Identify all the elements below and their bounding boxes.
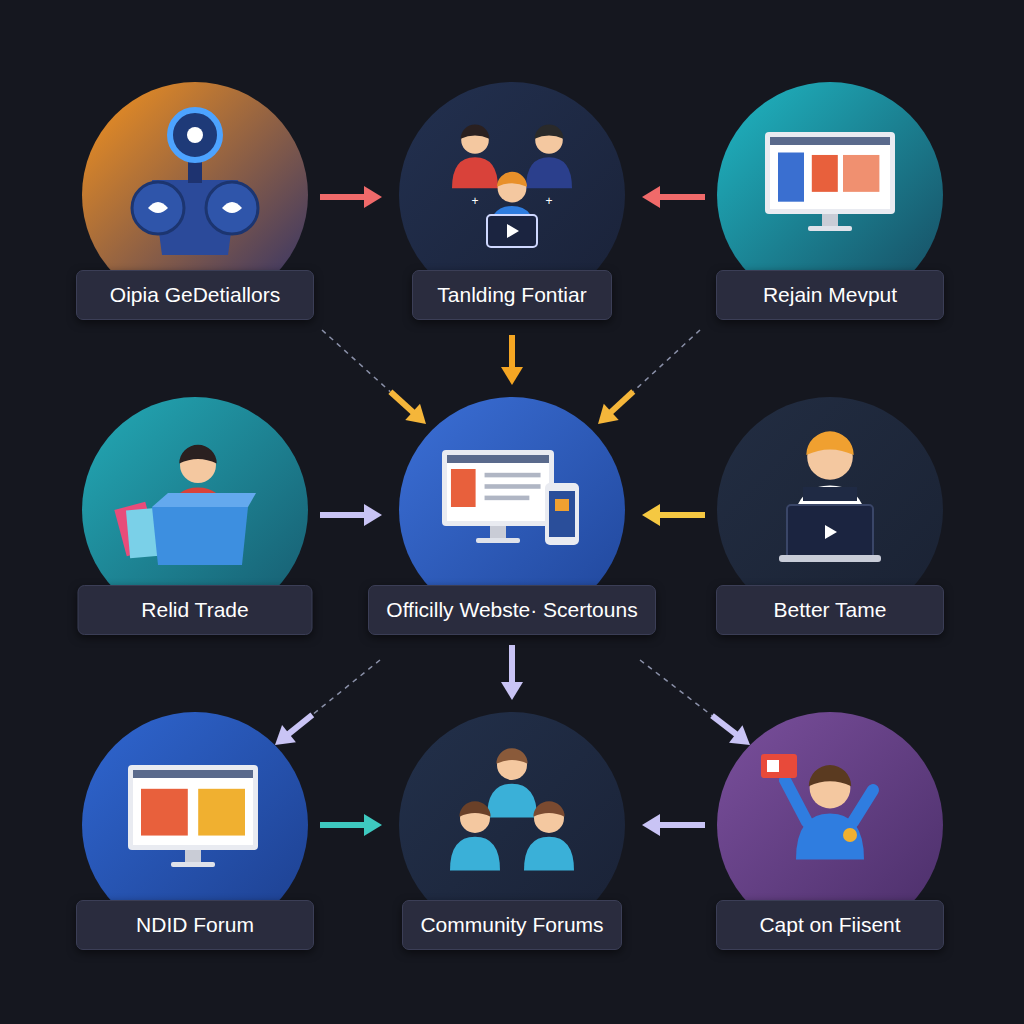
- node-label-box: Rejain Mevput: [716, 270, 944, 320]
- arrow-head: [501, 367, 523, 385]
- circle-node: Oipia GeDetiallors: [82, 82, 308, 308]
- arrow-connector: [642, 504, 705, 526]
- circle-node: Officilly Webste· Scertouns: [399, 397, 625, 623]
- arrow-connector: [642, 186, 705, 208]
- arrow-shaft: [509, 335, 515, 369]
- dashed-connector: [633, 330, 700, 391]
- arrow-connector: [275, 660, 380, 745]
- arrow-connector: [320, 814, 382, 836]
- arrow-head: [598, 404, 619, 424]
- node-label: Tanlding Fontiar: [437, 283, 586, 307]
- arrow-shaft: [320, 194, 366, 200]
- svg-text:+: +: [545, 194, 552, 208]
- arrow-head: [642, 814, 660, 836]
- arrow-shaft: [320, 822, 366, 828]
- node-label-box: Officilly Webste· Scertouns: [368, 585, 656, 635]
- node-label: NDID Forum: [136, 913, 254, 937]
- dashed-connector: [640, 660, 712, 716]
- circle-node: + + Tanlding Fontiar: [399, 82, 625, 308]
- arrow-connector: [320, 504, 382, 526]
- node-label-box: Tanlding Fontiar: [412, 270, 612, 320]
- arrow-connector: [320, 186, 382, 208]
- arrow-shaft: [712, 716, 737, 736]
- arrow-shaft: [509, 645, 515, 684]
- node-label-box: Better Tame: [716, 585, 944, 635]
- node-label-box: Relid Trade: [78, 585, 313, 635]
- arrow-head: [729, 725, 750, 745]
- arrow-connector: [501, 645, 523, 700]
- node-label: Community Forums: [420, 913, 603, 937]
- node-label: Oipia GeDetiallors: [110, 283, 280, 307]
- arrow-connector: [598, 330, 700, 424]
- arrow-shaft: [658, 822, 705, 828]
- arrow-shaft: [320, 512, 366, 518]
- arrow-shaft: [287, 715, 312, 735]
- arrow-head: [364, 814, 382, 836]
- circle-node: Community Forums: [399, 712, 625, 938]
- arrow-shaft: [658, 194, 705, 200]
- svg-text:+: +: [471, 194, 478, 208]
- arrow-head: [275, 725, 296, 745]
- arrow-connector: [501, 335, 523, 385]
- arrow-head: [405, 404, 426, 424]
- circle-node: NDID Forum: [82, 712, 308, 938]
- circle-node: Relid Trade: [82, 397, 308, 623]
- node-label: Officilly Webste· Scertouns: [386, 598, 637, 622]
- circle-node: Rejain Mevput: [717, 82, 943, 308]
- node-label: Rejain Mevput: [763, 283, 897, 307]
- arrow-shaft: [610, 391, 634, 413]
- node-label: Relid Trade: [141, 598, 248, 622]
- circle-node: Better Tame: [717, 397, 943, 623]
- dashed-connector: [322, 330, 390, 392]
- node-label-box: Community Forums: [402, 900, 622, 950]
- dashed-connector: [312, 660, 380, 715]
- arrow-connector: [642, 814, 705, 836]
- node-label-box: NDID Forum: [76, 900, 314, 950]
- circle-node: Capt on Fiisent: [717, 712, 943, 938]
- arrow-head: [364, 504, 382, 526]
- node-label: Better Tame: [774, 598, 887, 622]
- arrow-shaft: [390, 392, 414, 413]
- arrow-head: [501, 682, 523, 700]
- node-label-box: Capt on Fiisent: [716, 900, 944, 950]
- node-label-box: Oipia GeDetiallors: [76, 270, 314, 320]
- arrow-connector: [322, 330, 426, 424]
- arrow-shaft: [658, 512, 705, 518]
- arrow-connector: [640, 660, 750, 745]
- node-label: Capt on Fiisent: [759, 913, 900, 937]
- arrow-head: [642, 186, 660, 208]
- arrow-head: [364, 186, 382, 208]
- arrow-head: [642, 504, 660, 526]
